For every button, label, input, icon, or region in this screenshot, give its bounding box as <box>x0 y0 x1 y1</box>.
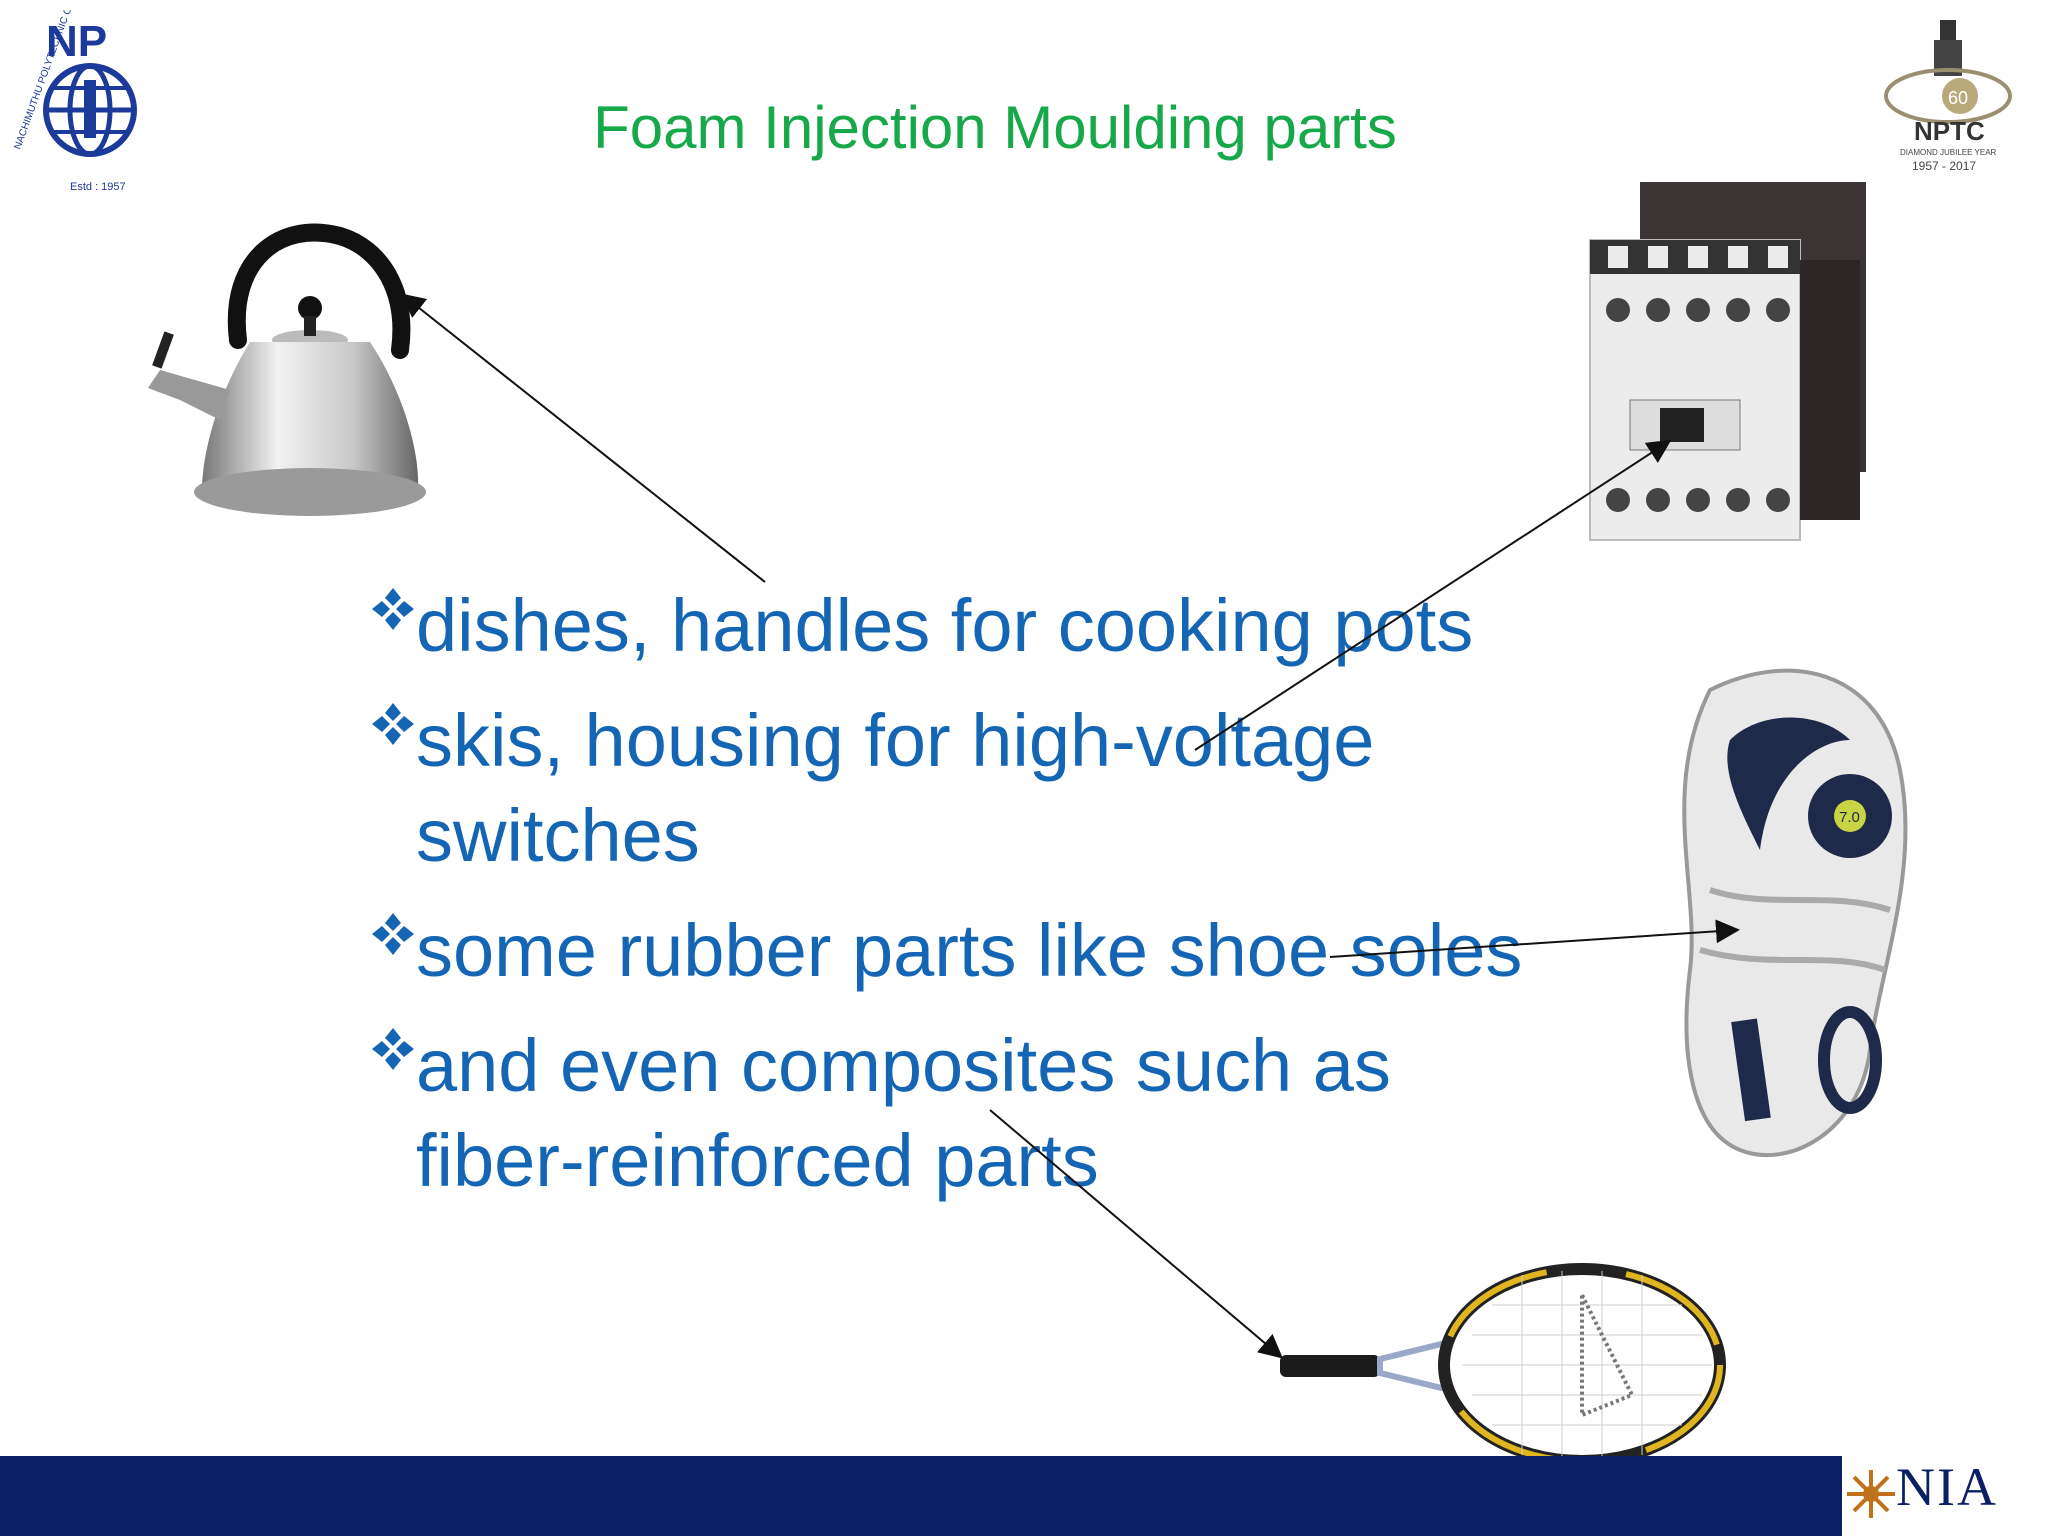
jubilee-number: 60 <box>1948 88 1968 108</box>
bullet-item: dishes, handles for cooking pots <box>372 578 1672 673</box>
logo-estd-text: Estd : 1957 <box>70 181 126 193</box>
bullet-text: and even composites such as fiber-reinfo… <box>416 1024 1391 1202</box>
nia-logo: NIA <box>1842 1450 2048 1536</box>
nia-logo-text: NIA <box>1896 1457 1998 1517</box>
shoe-label: 7.0 <box>1839 809 1860 826</box>
jubilee-subtext: DIAMOND JUBILEE YEAR <box>1900 148 1997 157</box>
college-logo-left: NP Estd : 1957 NACHIMUTHU POLYTECHNIC CO… <box>10 0 180 200</box>
footer-band <box>0 1456 2048 1536</box>
contactor-image <box>1560 170 1900 550</box>
bullet-text: skis, housing for high-voltage switches <box>416 699 1375 877</box>
bullet-item: some rubber parts like shoe soles <box>372 903 1672 998</box>
bullet-text: dishes, handles for cooking pots <box>416 584 1474 667</box>
nia-emblem-icon <box>1847 1470 1895 1518</box>
kettle-image <box>140 220 440 540</box>
arrow-to-kettle <box>400 293 766 583</box>
diamond-bullet-icon <box>372 588 414 630</box>
shoe-sole-image: 7.0 <box>1650 650 1930 1170</box>
diamond-bullet-icon <box>372 913 414 955</box>
slide-title: Foam Injection Moulding parts <box>593 94 1397 161</box>
jubilee-years: 1957 - 2017 <box>1912 159 1976 173</box>
logo-np-text: NP <box>46 17 107 66</box>
tennis-racket-image <box>1262 1255 1740 1483</box>
jubilee-logo-right: 60 NPTC DIAMOND JUBILEE YEAR 1957 - 2017 <box>1880 12 2030 180</box>
bullet-text: some rubber parts like shoe soles <box>416 909 1523 992</box>
diamond-bullet-icon <box>372 703 414 745</box>
jubilee-nptc-text: NPTC <box>1914 116 1985 146</box>
diamond-bullet-icon <box>372 1028 414 1070</box>
bullet-item: skis, housing for high-voltage switches <box>372 693 1672 883</box>
bullet-item: and even composites such as fiber-reinfo… <box>372 1018 1672 1208</box>
bullet-list: dishes, handles for cooking pots skis, h… <box>372 578 1672 1228</box>
